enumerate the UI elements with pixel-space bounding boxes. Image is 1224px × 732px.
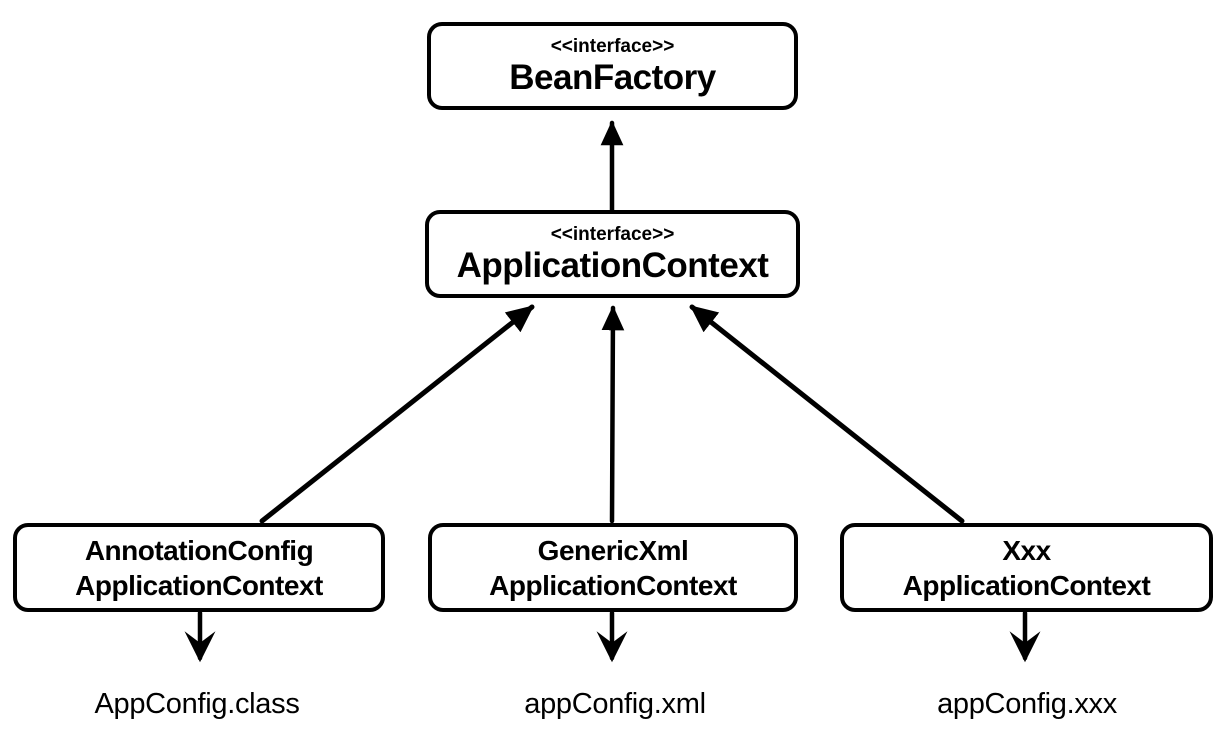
node-genericxml-applicationcontext: GenericXml ApplicationContext xyxy=(428,523,798,612)
node-xxx-applicationcontext: Xxx ApplicationContext xyxy=(840,523,1213,612)
file-label-appconfig-xxx: appConfig.xxx xyxy=(937,688,1117,720)
node-beanfactory: <<interface>> BeanFactory xyxy=(427,22,798,110)
file-label-appconfig-class: AppConfig.class xyxy=(94,688,300,720)
annotationconfig-name-line2: ApplicationContext xyxy=(75,569,323,601)
edge-annotationconfig-to-applicationcontext xyxy=(259,304,535,524)
edge-xxx-to-applicationcontext xyxy=(689,304,965,524)
beanfactory-class-name: BeanFactory xyxy=(509,57,716,97)
applicationcontext-class-name: ApplicationContext xyxy=(456,245,769,285)
file-label-appconfig-xml: appConfig.xml xyxy=(524,688,706,720)
genericxml-name-line1: GenericXml xyxy=(537,534,689,566)
beanfactory-stereotype-label: <<interface>> xyxy=(550,35,675,57)
applicationcontext-stereotype-label: <<interface>> xyxy=(550,223,675,245)
annotationconfig-name-line1: AnnotationConfig xyxy=(84,534,314,566)
xxx-name-line1: Xxx xyxy=(1002,534,1051,566)
node-applicationcontext: <<interface>> ApplicationContext xyxy=(425,210,800,298)
node-annotationconfig-applicationcontext: AnnotationConfig ApplicationContext xyxy=(13,523,385,612)
xxx-name-line2: ApplicationContext xyxy=(902,569,1151,601)
genericxml-name-line2: ApplicationContext xyxy=(489,569,737,601)
edge-genericxml-to-applicationcontext xyxy=(601,305,625,524)
